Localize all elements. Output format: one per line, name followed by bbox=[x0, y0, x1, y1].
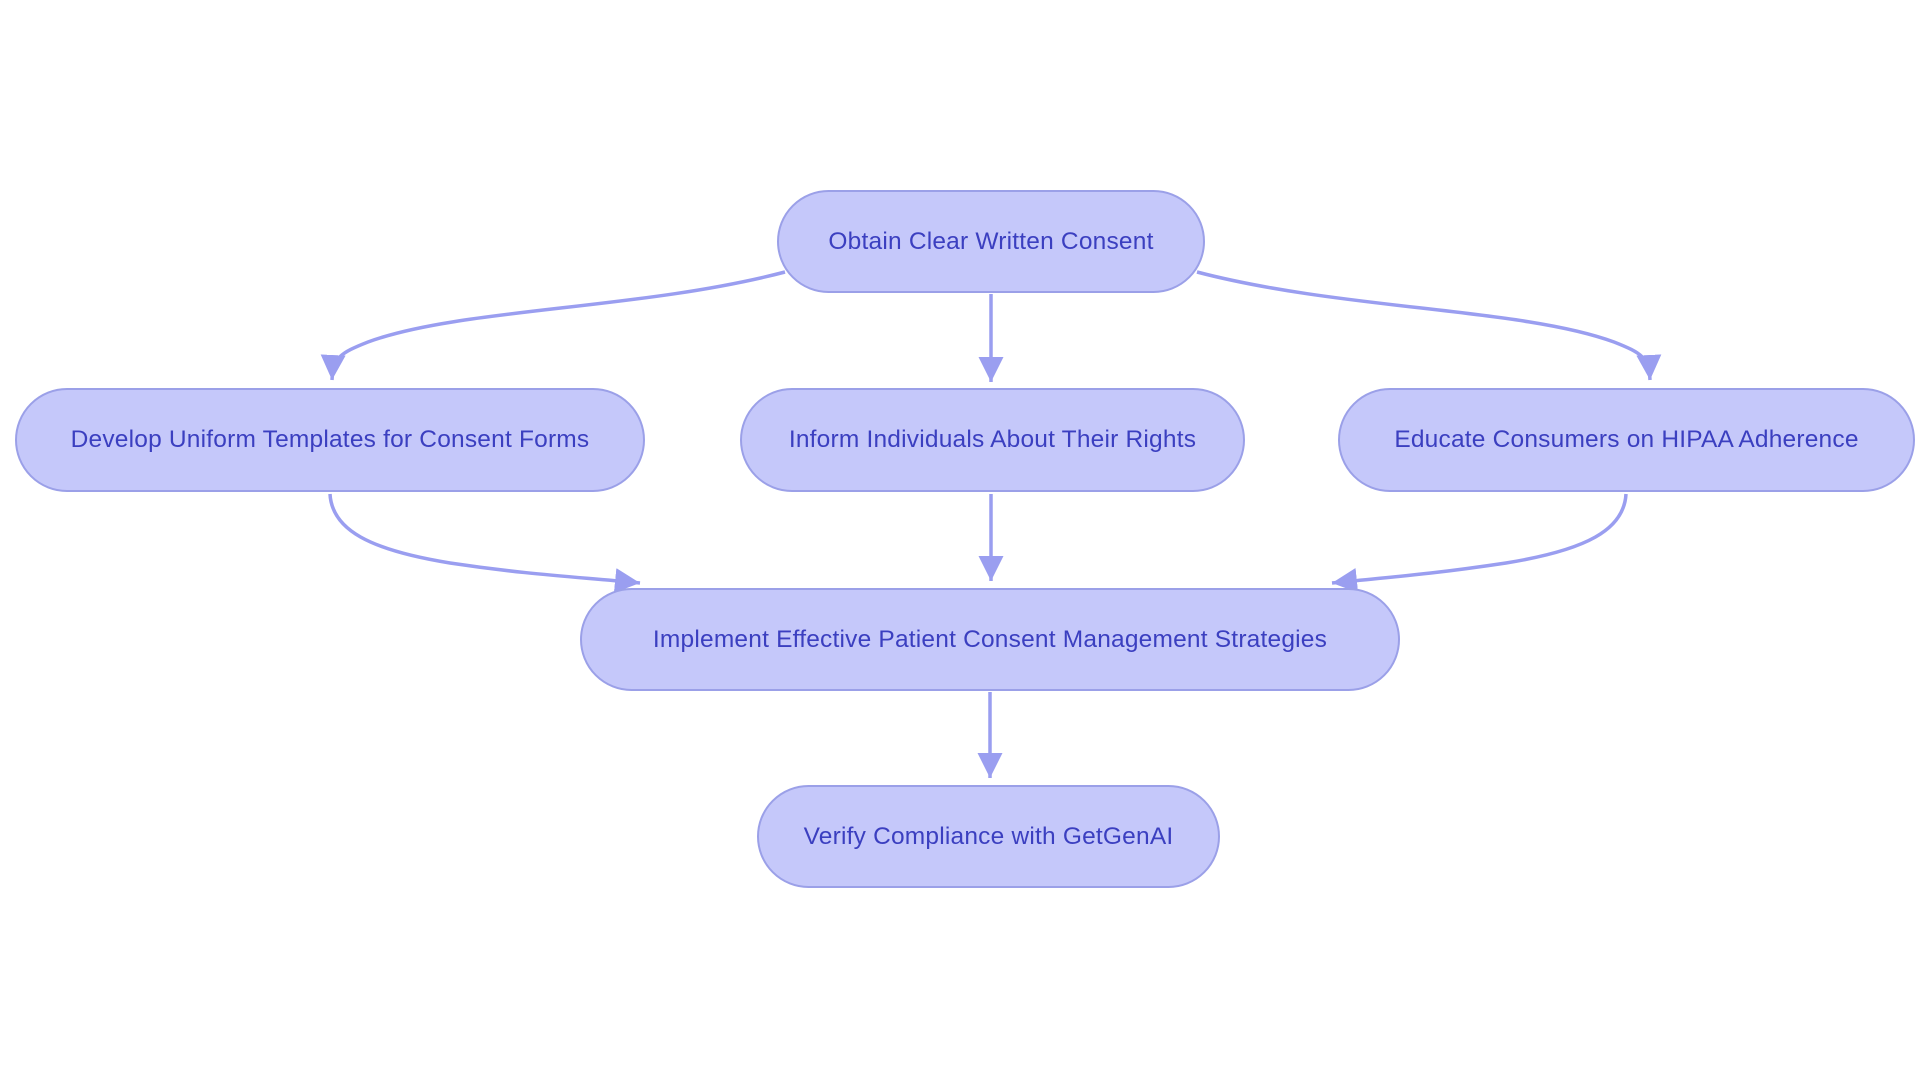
node-implement-consent-management: Implement Effective Patient Consent Mana… bbox=[580, 588, 1400, 691]
node-label: Inform Individuals About Their Rights bbox=[788, 426, 1197, 453]
edge-educate-to-implement bbox=[1331, 493, 1628, 593]
node-label: Educate Consumers on HIPAA Adherence bbox=[1394, 426, 1859, 453]
edge-obtain-to-develop bbox=[320, 270, 786, 381]
node-label: Develop Uniform Templates for Consent Fo… bbox=[70, 426, 590, 453]
edge-obtain-to-educate bbox=[1196, 270, 1662, 381]
node-develop-uniform-templates: Develop Uniform Templates for Consent Fo… bbox=[15, 388, 645, 492]
node-educate-consumers-hipaa: Educate Consumers on HIPAA Adherence bbox=[1338, 388, 1915, 492]
node-obtain-clear-written-consent: Obtain Clear Written Consent bbox=[777, 190, 1205, 293]
node-label: Implement Effective Patient Consent Mana… bbox=[652, 625, 1328, 653]
node-label: Obtain Clear Written Consent bbox=[828, 227, 1154, 255]
node-inform-individuals-rights: Inform Individuals About Their Rights bbox=[740, 388, 1245, 492]
node-verify-compliance-getgenai: Verify Compliance with GetGenAI bbox=[757, 785, 1220, 888]
edge-develop-to-implement bbox=[328, 493, 641, 593]
node-label: Verify Compliance with GetGenAI bbox=[803, 822, 1174, 850]
